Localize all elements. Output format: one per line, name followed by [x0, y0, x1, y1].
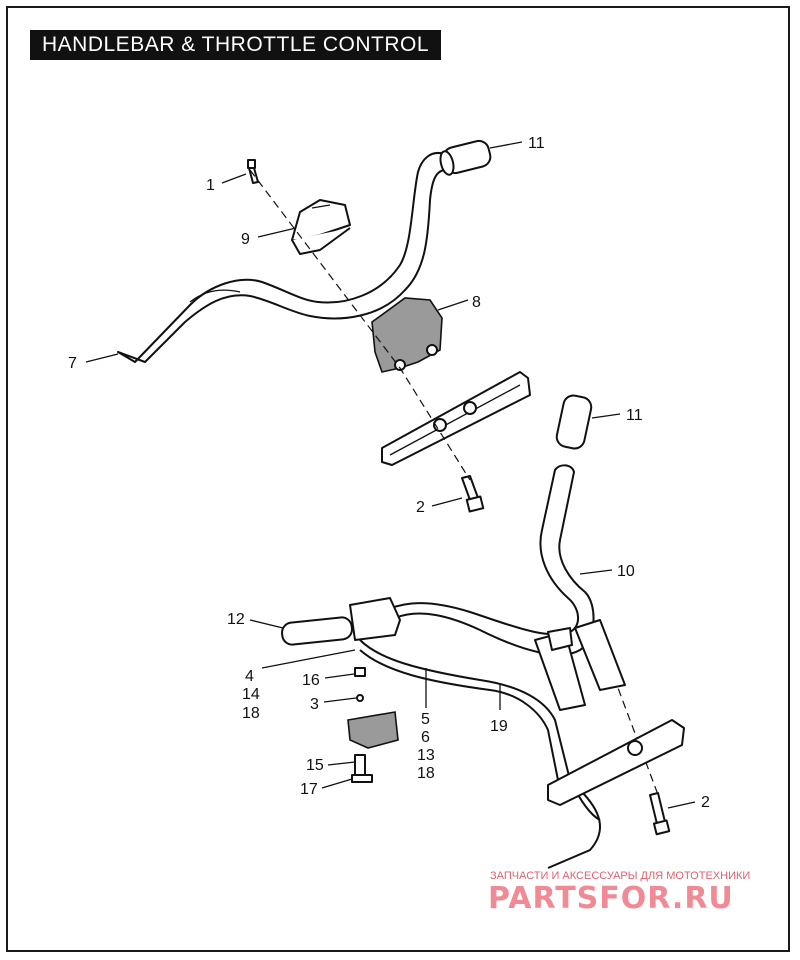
riser-cover: [371, 297, 443, 373]
callout-12: 12: [227, 611, 245, 628]
callout-4: 4: [245, 668, 254, 685]
assembly-axis-upper: [249, 169, 471, 481]
callout-3: 3: [310, 696, 319, 713]
callout-11-lower: 11: [626, 407, 643, 424]
callout-19: 19: [490, 718, 508, 735]
riser-clamp-lower: [547, 719, 685, 806]
callout-14: 14: [242, 686, 260, 703]
riser-clamp-cap: [291, 199, 351, 255]
leader-lines: [85, 141, 696, 809]
diagram-title: HANDLEBAR & THROTTLE CONTROL: [30, 30, 442, 60]
bolt-lower: [649, 792, 671, 836]
watermark-tagline: ЗАПЧАСТИ И АКСЕССУАРЫ ДЛЯ МОТОТЕХНИКИ: [490, 870, 750, 882]
riser-tubes-lower: [534, 619, 626, 711]
callout-7: 7: [68, 355, 77, 372]
callout-15: 15: [306, 757, 324, 774]
watermark-brand: PARTSFOR.RU: [488, 881, 734, 916]
riser-clamp-upper: [381, 371, 531, 466]
grip-upper-right: [439, 139, 492, 176]
callout-1: 1: [206, 177, 215, 194]
callout-11-upper: 11: [528, 135, 545, 152]
callout-8: 8: [472, 294, 481, 311]
callout-13: 13: [417, 747, 435, 764]
callout-18-right: 18: [417, 765, 435, 782]
callout-10: 10: [617, 563, 635, 580]
callout-2-upper: 2: [416, 499, 425, 516]
diagram-frame: [6, 6, 790, 952]
callout-9: 9: [241, 231, 250, 248]
throttle-grip: [281, 597, 401, 646]
ferrule-16: [354, 667, 366, 677]
callout-16: 16: [302, 672, 320, 689]
bolt-upper: [461, 475, 485, 513]
throttle-control-housing: [347, 667, 399, 783]
callout-18-left: 18: [242, 705, 260, 722]
callout-2-lower: 2: [701, 794, 710, 811]
callout-6: 6: [421, 729, 430, 746]
callout-17: 17: [300, 781, 318, 798]
grip-lower-right: [555, 394, 593, 450]
callout-5: 5: [421, 711, 430, 728]
screw-1: [247, 159, 259, 184]
handlebar-lower: [364, 464, 595, 656]
throttle-cables: [359, 639, 601, 869]
